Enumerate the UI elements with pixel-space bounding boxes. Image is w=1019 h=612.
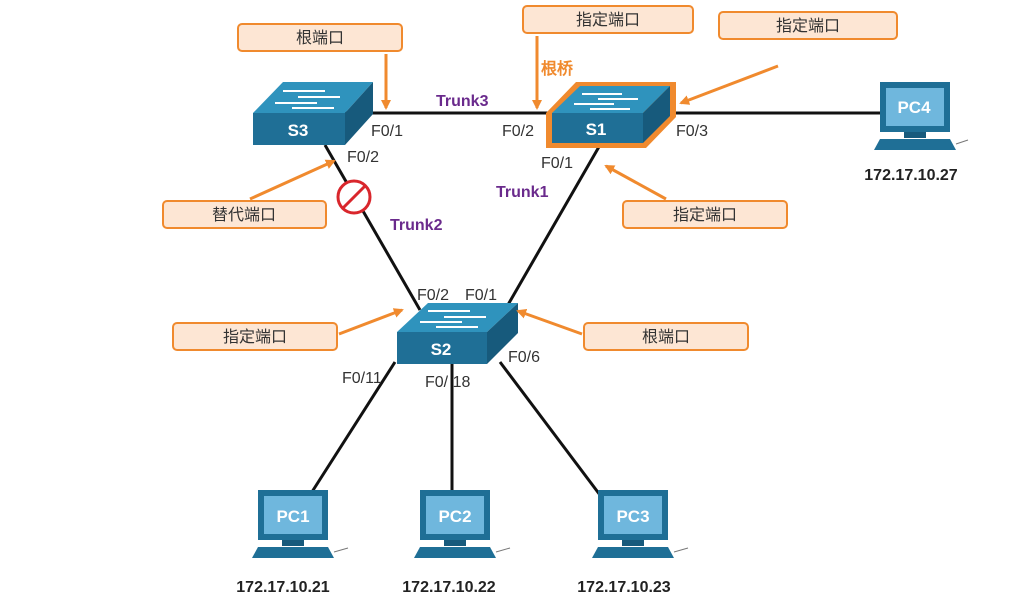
callout-s2-designated-port: 指定端口: [172, 308, 404, 351]
link-s2-pc3: [498, 361, 602, 496]
link-trunk2: [323, 144, 422, 311]
callout-text: 替代端口: [212, 205, 276, 224]
s1-port-f01: F0/1: [541, 155, 573, 172]
pc-2-label: PC2: [438, 507, 471, 526]
callout-s2-root-port: 根端口: [516, 309, 749, 351]
pc-2[interactable]: PC2 172.17.10.22: [402, 490, 511, 596]
callout-arrow: [338, 308, 404, 336]
link-s2-pc1: [308, 361, 397, 496]
switch-s3[interactable]: S3: [253, 82, 373, 145]
callout-text: 指定端口: [776, 16, 840, 35]
callout-text: 指定端口: [673, 205, 737, 224]
pc-icon: [252, 490, 349, 558]
pc-3-label: PC3: [616, 507, 649, 526]
switch-s2-front: [397, 332, 487, 364]
switch-s2-label: S2: [431, 340, 452, 359]
pc-1-label: PC1: [276, 507, 309, 526]
callout-arrow: [679, 64, 779, 105]
callout-arrow: [249, 159, 336, 201]
callout-text: 指定端口: [576, 10, 640, 29]
s2-port-f01: F0/1: [465, 287, 497, 304]
s3-port-f02: F0/2: [347, 149, 379, 166]
switch-s2[interactable]: S2: [397, 303, 518, 364]
callout-s1-designated-f02: 指定端口: [522, 5, 694, 110]
callout-arrow: [516, 309, 583, 336]
switch-s3-side: [345, 82, 373, 145]
pc-icon: [592, 490, 689, 558]
switch-s3-label: S3: [288, 121, 309, 140]
switch-icon: [420, 310, 486, 328]
blocked-port-icon: [336, 179, 372, 215]
pc-1-ip: 172.17.10.21: [236, 579, 330, 596]
s1-port-f02: F0/2: [502, 123, 534, 140]
s2-port-f018: F0/ 18: [425, 374, 470, 391]
callout-s3-root-port: 根端口: [237, 23, 403, 110]
switch-icon: [275, 90, 340, 109]
switch-s1-side: [643, 86, 670, 143]
root-bridge-label: 根桥: [541, 59, 574, 78]
trunk3-label: Trunk3: [436, 93, 489, 110]
pc-4-label: PC4: [897, 98, 931, 117]
pc-1[interactable]: PC1 172.17.10.21: [236, 490, 349, 596]
callout-text: 根端口: [296, 28, 344, 47]
s1-port-f03: F0/3: [676, 123, 708, 140]
trunk1-label: Trunk1: [496, 184, 549, 201]
pc-3-ip: 172.17.10.23: [577, 579, 671, 596]
callout-text: 指定端口: [223, 327, 287, 346]
pc-icon: [414, 490, 511, 558]
switch-s1[interactable]: S1: [546, 82, 676, 148]
pc-icon: [874, 82, 969, 150]
pc-4-ip: 172.17.10.27: [864, 167, 958, 184]
pc-4[interactable]: PC4 172.17.10.27: [864, 82, 969, 184]
trunk2-label: Trunk2: [390, 217, 443, 234]
switch-s2-side: [487, 303, 518, 364]
switch-s1-front: [552, 113, 643, 143]
s3-port-f01: F0/1: [371, 123, 403, 140]
callout-text: 根端口: [642, 327, 690, 346]
link-trunk1: [503, 144, 602, 311]
callout-s1-designated-f03: 指定端口: [679, 11, 898, 105]
s2-port-f02: F0/2: [417, 287, 449, 304]
switch-icon: [574, 93, 638, 110]
switch-s1-label: S1: [586, 120, 607, 139]
s2-port-f06: F0/6: [508, 349, 540, 366]
links: [308, 111, 880, 496]
callout-s3-alternate-port: 替代端口: [162, 159, 336, 229]
callout-arrow: [604, 164, 667, 201]
switch-s3-front: [253, 113, 345, 145]
pc-2-ip: 172.17.10.22: [402, 579, 496, 596]
s2-port-f011: F0/11: [342, 370, 382, 387]
callout-s1-designated-f01: 指定端口: [604, 164, 788, 229]
pc-3[interactable]: PC3 172.17.10.23: [577, 490, 689, 596]
